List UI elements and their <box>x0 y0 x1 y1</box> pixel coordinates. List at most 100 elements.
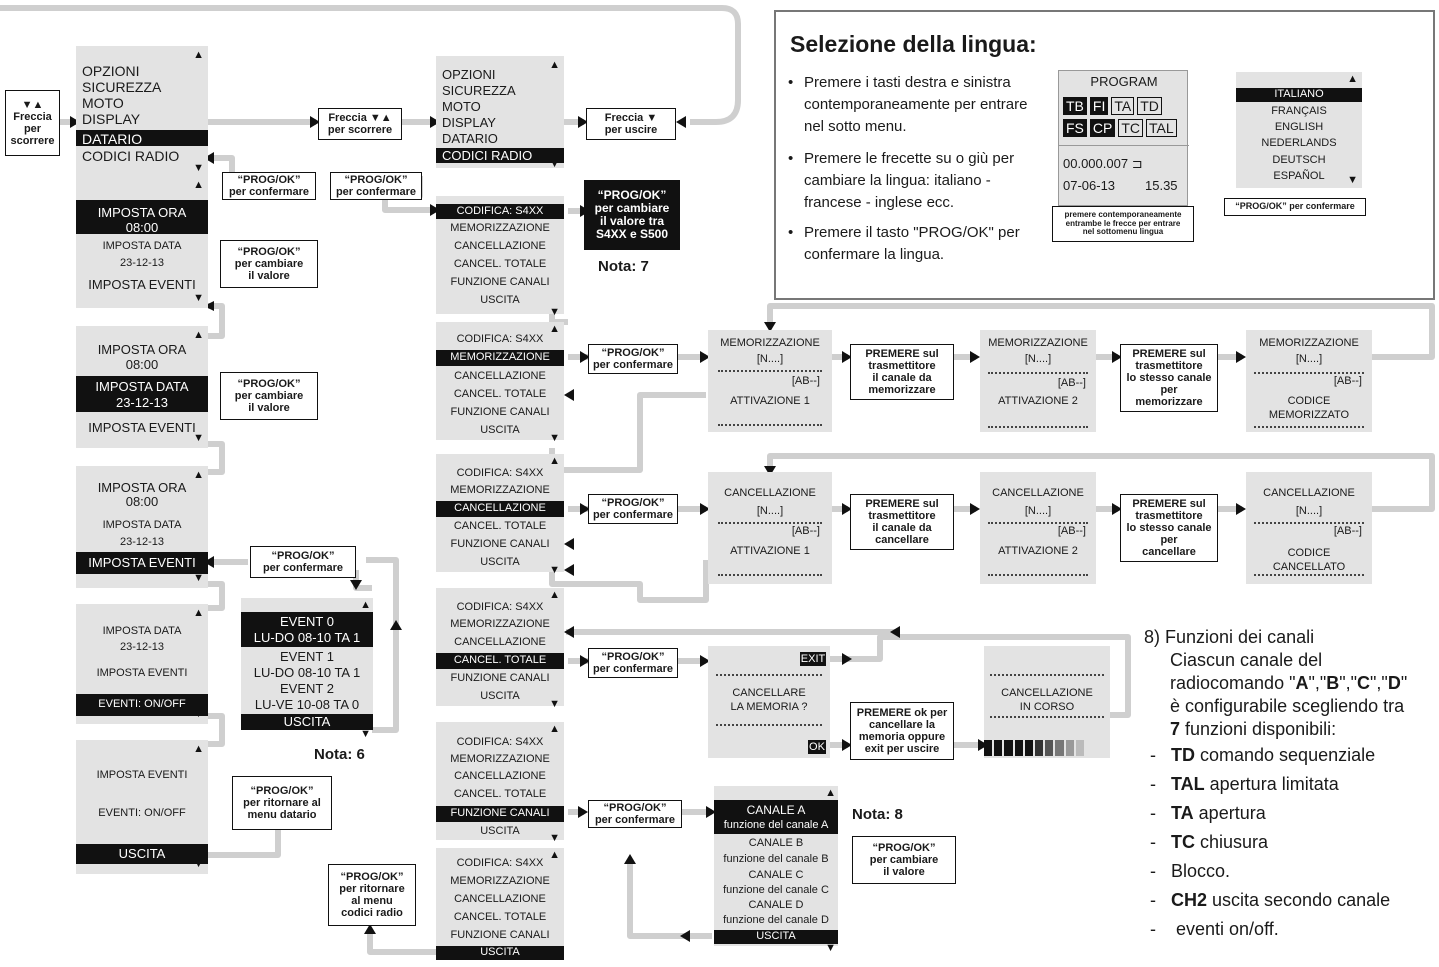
datario-screen-5: IMPOSTA EVENTI EVENTI: ON/OFF USCITA ▲ ▼ <box>76 740 208 874</box>
label-line: lo stesso canale <box>1126 521 1212 534</box>
menu-item-moto[interactable]: MOTO <box>82 95 124 111</box>
lang-deutsch[interactable]: DEUTSCH <box>1272 154 1326 166</box>
ok-button[interactable]: OK <box>808 740 826 754</box>
arrow-up-icon: ▲ <box>549 723 560 735</box>
uscita: USCITA <box>480 690 520 702</box>
dotted-frame <box>1254 522 1364 576</box>
lang-espanol[interactable]: ESPAÑOL <box>1273 170 1325 182</box>
funzione-canali: FUNZIONE CANALI <box>450 672 550 684</box>
label-line: menu datario <box>247 809 317 822</box>
lang-italiano[interactable]: ITALIANO <box>1236 88 1362 102</box>
cancellazione: CANCELLAZIONE <box>454 370 546 382</box>
progress-segment <box>994 740 1003 756</box>
tag-cp: CP <box>1089 119 1116 138</box>
label-line: PREMERE ok per <box>856 706 948 719</box>
tag-tc: TC <box>1118 119 1144 138</box>
event-0[interactable]: EVENT 0 <box>241 612 373 630</box>
imposta-data: IMPOSTA DATA <box>102 625 182 637</box>
label-line: PREMERE sul <box>865 497 939 510</box>
label-line: memorizzare <box>868 384 936 397</box>
menu-item-sicurezza[interactable]: SICUREZZA <box>442 83 516 98</box>
label-prog-conferma-eventi: “PROG/OK” per confermare <box>250 546 356 578</box>
menu-item-display[interactable]: DISPLAY <box>82 111 141 127</box>
menu-item-sicurezza[interactable]: SICUREZZA <box>82 79 162 95</box>
uscita[interactable]: USCITA <box>436 946 564 960</box>
nota-8: Nota: 8 <box>852 806 903 823</box>
canale-d-fn: funzione del canale D <box>723 914 829 926</box>
lang-english[interactable]: ENGLISH <box>1274 121 1324 133</box>
dotted-frame <box>988 522 1088 576</box>
arrow-up-icon: ▲ <box>549 589 560 601</box>
uscita: USCITA <box>480 556 520 568</box>
arrow-up-icon: ▲ <box>549 59 560 71</box>
arrow-up-icon: ▲ <box>193 469 204 481</box>
radio-menu-memorizzazione: CODIFICA: S4XX MEMORIZZAZIONE CANCELLAZI… <box>436 322 564 444</box>
canale-a-fn[interactable]: funzione del canale A <box>714 818 838 834</box>
uscita[interactable]: USCITA <box>241 714 373 730</box>
arrow-down-icon: ▼ <box>549 158 560 170</box>
cancellazione: CANCELLAZIONE <box>454 240 546 252</box>
arrow-down-icon: ▼ <box>193 162 204 174</box>
arrow-down-icon: ▼ <box>1347 174 1358 186</box>
menu-item-opzioni[interactable]: OPZIONI <box>442 67 496 82</box>
memorizzazione[interactable]: MEMORIZZAZIONE <box>436 350 564 366</box>
label-line: memoria oppure <box>858 731 946 743</box>
label-line: per <box>23 123 42 135</box>
ora-value: 08:00 <box>125 357 159 372</box>
lang-nederlands[interactable]: NEDERLANDS <box>1261 137 1337 149</box>
exit-button[interactable]: EXIT <box>800 652 826 666</box>
data-value[interactable]: 23-12-13 <box>76 394 208 412</box>
menu-item-codici-radio[interactable]: CODICI RADIO <box>436 148 564 163</box>
codifica-s4xx: CODIFICA: S4XX <box>456 333 544 345</box>
canc-bottom: ATTIVAZIONE 2 <box>998 545 1078 557</box>
arrow-up-icon: ▲ <box>193 49 204 61</box>
radio-menu-cancellazione: CODIFICA: S4XX MEMORIZZAZIONE CANCELLAZI… <box>436 454 564 576</box>
lingua-bullet-3: Premere il tasto "PROG/OK" per confermar… <box>788 222 1044 266</box>
menu-item-datario[interactable]: DATARIO <box>442 131 498 146</box>
cancel-totale: CANCEL. TOTALE <box>453 911 547 923</box>
mem-ab: [AB--] <box>1057 377 1086 389</box>
cancel-totale[interactable]: CANCEL. TOTALE <box>436 653 564 669</box>
label-line: codici radio <box>341 907 403 920</box>
menu-item-moto[interactable]: MOTO <box>442 99 481 114</box>
arrow-down-icon: ▼ <box>549 832 560 844</box>
menu-item-codici-radio[interactable]: CODICI RADIO <box>82 148 180 164</box>
uscita[interactable]: USCITA <box>76 844 208 864</box>
lang-francais[interactable]: FRANÇAIS <box>1271 105 1327 117</box>
mem-screen-3: MEMORIZZAZIONE [N....] [AB--] CODICE MEM… <box>1246 330 1372 432</box>
label-line: S4XX e S500 <box>595 227 669 242</box>
uscita[interactable]: USCITA <box>714 930 838 944</box>
mem-title: MEMORIZZAZIONE <box>988 337 1088 349</box>
menu-item-opzioni[interactable]: OPZIONI <box>82 63 140 79</box>
imposta-eventi[interactable]: IMPOSTA EVENTI <box>76 552 208 574</box>
menu-item-display[interactable]: DISPLAY <box>442 115 496 130</box>
codifica-s4xx[interactable]: CODIFICA: S4XX <box>436 204 564 219</box>
question-2: LA MEMORIA ? <box>730 701 808 713</box>
imposta-ora[interactable]: IMPOSTA ORA <box>76 200 208 234</box>
funzioni-heading-4: è configurabile scegliendo tra <box>1170 696 1405 716</box>
label-line: il canale da <box>872 372 932 384</box>
label-line: Freccia ▼▲ <box>328 111 392 124</box>
imposta-data[interactable]: IMPOSTA DATA <box>76 376 208 394</box>
memorizzazione: MEMORIZZAZIONE <box>450 618 550 630</box>
label-line: il valore <box>248 402 290 415</box>
event-0-schedule[interactable]: LU-DO 08-10 TA 1 <box>241 630 373 647</box>
label-premere-ok: PREMERE ok per cancellare la memoria opp… <box>850 702 954 760</box>
funzione-canali[interactable]: FUNZIONE CANALI <box>436 806 564 822</box>
cancellazione[interactable]: CANCELLAZIONE <box>436 501 564 517</box>
progress-segment <box>1065 740 1074 756</box>
eventi-on-off[interactable]: EVENTI: ON/OFF <box>76 694 208 716</box>
eventi-on-off: EVENTI: ON/OFF <box>98 807 186 819</box>
datario-screen-4: IMPOSTA DATA 23-12-13 IMPOSTA EVENTI EVE… <box>76 604 208 724</box>
canc-screen-1: CANCELLAZIONE [N....] [AB--] ATTIVAZIONE… <box>708 472 832 584</box>
canale-a[interactable]: CANALE A <box>714 800 838 818</box>
mem-bottom: ATTIVAZIONE 2 <box>998 395 1078 407</box>
arrow-down-icon: ▼ <box>549 698 560 710</box>
funzioni-heading-5: 7 funzioni disponibili: <box>1170 719 1337 739</box>
funzione-canali: FUNZIONE CANALI <box>450 538 550 550</box>
funzione-item-tal: - TAL apertura limitata <box>1150 774 1339 794</box>
menu-item-datario[interactable]: DATARIO <box>76 130 208 146</box>
codifica-s4xx: CODIFICA: S4XX <box>456 857 544 869</box>
funzione-item-eventi: - eventi on/off. <box>1150 919 1279 939</box>
mem-screen-2: MEMORIZZAZIONE [N....] [AB--] ATTIVAZION… <box>980 330 1096 432</box>
